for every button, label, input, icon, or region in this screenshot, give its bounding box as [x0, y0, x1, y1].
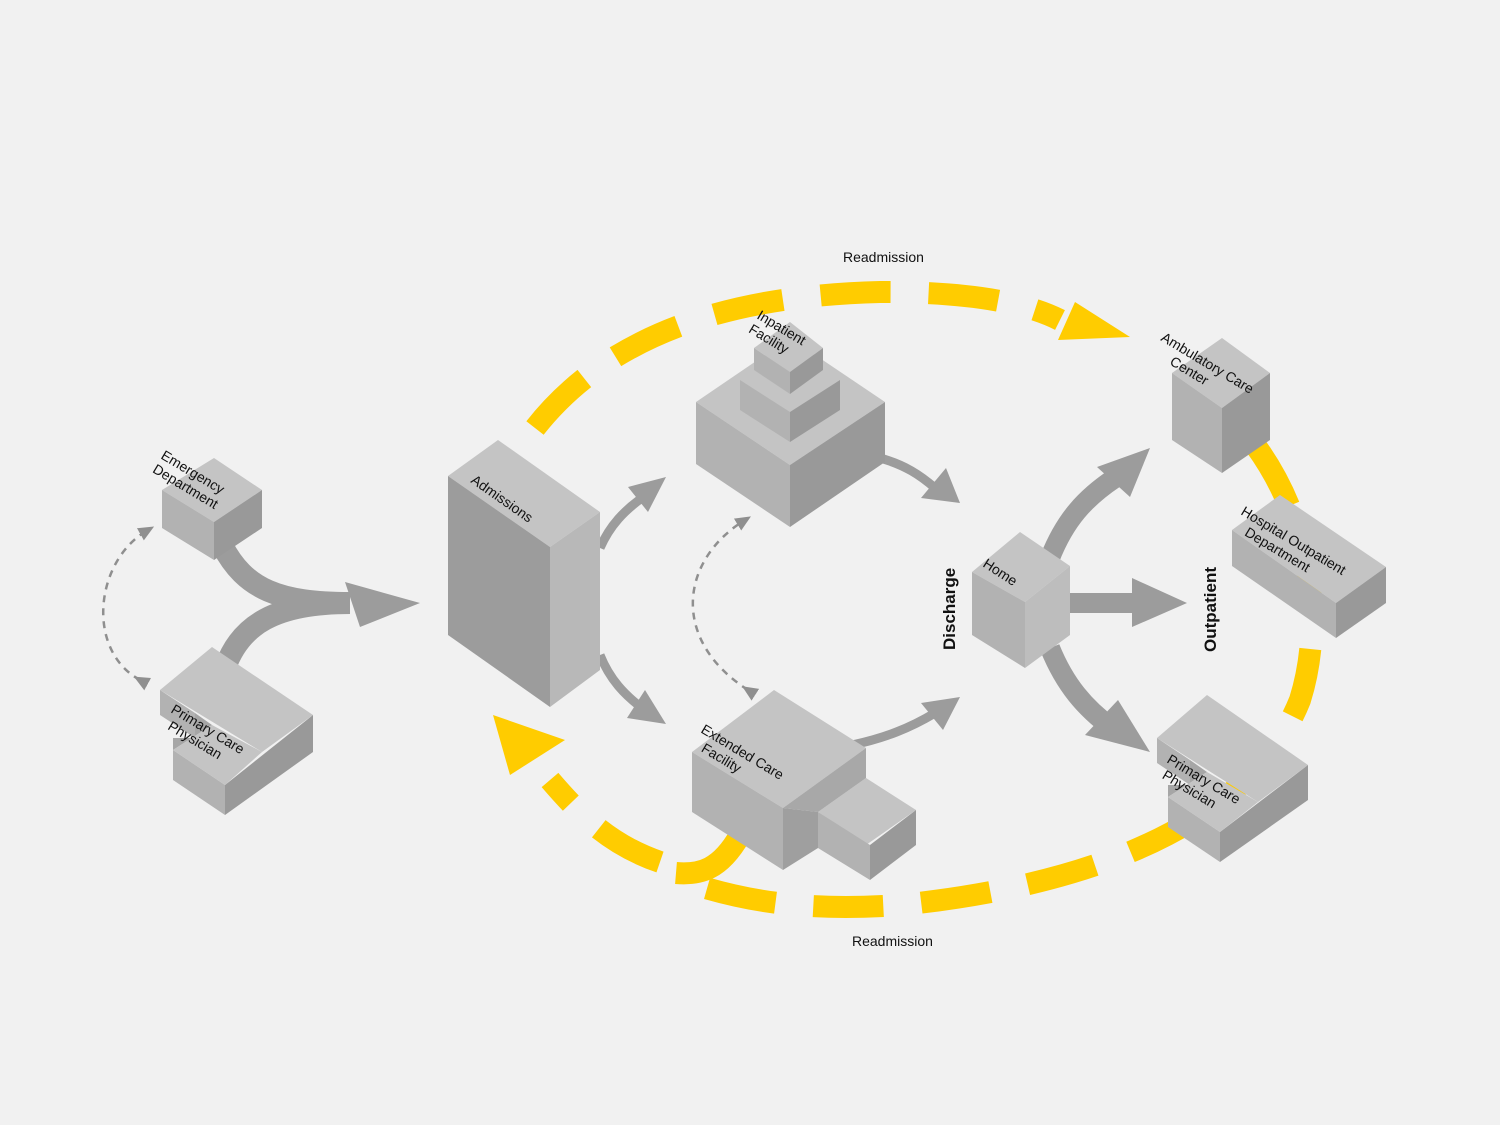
stepped-left-face-top [160, 690, 195, 738]
arrowhead-to-pcp-right [1085, 700, 1150, 752]
home-right-face [1025, 566, 1070, 668]
readmission-extended-care-return [675, 829, 750, 885]
flow-arrow-home-to-pcp-right [1040, 644, 1119, 737]
house-cube-icon [972, 532, 1070, 602]
admissions-block: Admissions [448, 440, 600, 707]
pcp-right-left-face-bottom [1168, 797, 1220, 862]
flow-arrow-extended-to-discharge [851, 709, 938, 750]
arrowhead-extended-discharge [921, 697, 960, 730]
readmission-top-label: Readmission [843, 249, 924, 265]
inpatient-facility-block: Inpatient Facility [696, 307, 885, 527]
outpatient-left-face [1232, 530, 1336, 638]
cube-building-icon [1172, 338, 1270, 408]
tall-building-icon [448, 440, 600, 547]
inpatient-top-right [790, 348, 823, 394]
ambulatory-right-face [1222, 373, 1270, 473]
extended-mid-face [783, 808, 818, 870]
readmission-loop-bottom-left-dashes [541, 772, 664, 873]
outpatient-stage-label: Outpatient [1201, 567, 1220, 652]
ambulatory-left-face [1172, 373, 1222, 473]
flow-arrow-admissions-to-extended [595, 653, 645, 712]
inpatient-mid-right [790, 380, 840, 442]
admissions-right-face [550, 512, 600, 707]
home-left-face [972, 572, 1025, 668]
extended-annex-top2 [783, 748, 866, 812]
stepped-building-icon [160, 647, 313, 752]
inpatient-mid-left [740, 380, 790, 442]
primary-care-left-block: Primary Care Physician [160, 647, 313, 815]
stepped-right-face [225, 715, 313, 815]
stepped-front-top [173, 725, 262, 785]
dashed-arrow-center-loop [691, 516, 760, 701]
readmission-bottom-arrowhead [493, 715, 565, 775]
extended-left-face [692, 752, 783, 870]
pcp-right-front-top [1168, 772, 1258, 832]
readmission-loop-top-dashes [526, 280, 1065, 435]
inpatient-top-left [754, 348, 790, 394]
extended-annex-left [818, 812, 870, 880]
l-shaped-building-icon [692, 690, 866, 808]
pcp-right-right-face [1220, 765, 1308, 862]
hospital-outpatient-department-block: Hospital Outpatient Department [1232, 495, 1386, 638]
extended-care-facility-block: Extended Care Facility [692, 690, 916, 880]
primary-care-right-block: Primary Care Physician [1157, 695, 1308, 862]
stepped-notch [173, 713, 212, 750]
home-block: Home [972, 532, 1070, 668]
flow-arrow-inpatient-to-discharge [878, 453, 938, 492]
cube-right-face [214, 490, 262, 560]
arrowhead-to-ambulatory [1097, 448, 1150, 497]
outpatient-right-face [1336, 567, 1386, 638]
cube-left-face [162, 490, 214, 560]
flat-building-icon [1232, 495, 1386, 603]
arrowhead-to-outpatient [1132, 578, 1187, 627]
pcp-right-notch [1168, 760, 1207, 797]
inpatient-right-face [790, 402, 885, 527]
readmission-bottom-label: Readmission [852, 933, 933, 949]
ambulatory-care-center-block: Ambulatory Care Center [1158, 329, 1270, 473]
readmission-top-arrowhead [1058, 302, 1130, 340]
stepped-building-icon [1157, 695, 1308, 802]
cube-building-icon [162, 458, 262, 522]
arrowhead-inpatient-discharge [921, 468, 960, 503]
stepped-left-face-bottom [173, 750, 225, 815]
flow-arrow-pcp-branch [214, 592, 351, 672]
arrowhead-to-admissions [345, 582, 420, 627]
arrowhead-to-extended [627, 690, 666, 724]
flow-arrowheads [345, 448, 1187, 752]
inpatient-left-face [696, 402, 790, 527]
emergency-department-block: Emergency Department [150, 447, 262, 560]
discharge-stage-label: Discharge [940, 568, 959, 650]
arrowhead-to-inpatient [628, 477, 666, 512]
flow-arrow-admissions-to-inpatient [595, 494, 645, 550]
dashed-arrow-left-loop [101, 526, 155, 691]
flow-arrow-home-to-ambulatory [1040, 469, 1121, 562]
pcp-right-left-face-top [1157, 738, 1190, 785]
admissions-left-face [448, 476, 550, 707]
extended-annex-right [870, 810, 916, 880]
